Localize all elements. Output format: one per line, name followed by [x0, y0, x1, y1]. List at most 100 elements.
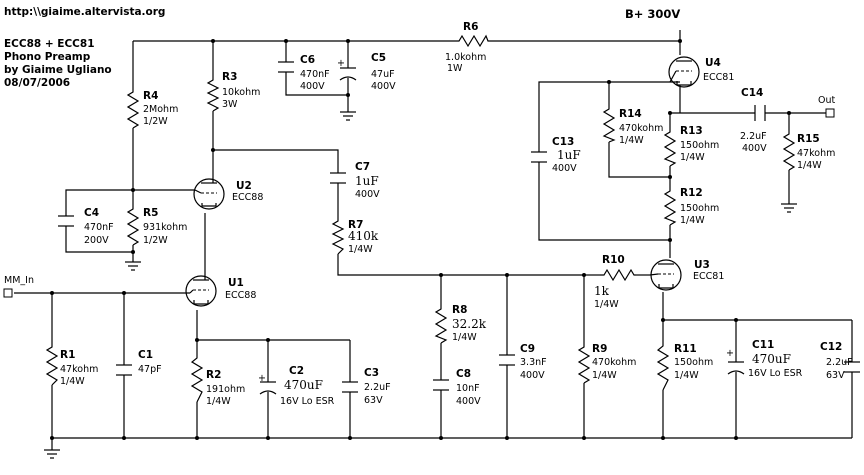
capacitor-c12 — [844, 361, 860, 373]
resistor-r5 — [126, 205, 140, 246]
capacitor-c5: + — [337, 58, 357, 81]
header-author: by Giaime Ugliano — [4, 64, 112, 76]
r1-rating: 1/4W — [60, 376, 85, 387]
header-url: http:\\giaime.altervista.org — [4, 6, 165, 18]
resistor-r7 — [331, 217, 345, 255]
header-subtitle: Phono Preamp — [4, 51, 91, 63]
r12-rating: 1/4W — [680, 215, 705, 226]
r6-rating: 1W — [447, 63, 463, 74]
c14-rating: 400V — [742, 143, 767, 154]
r3-ref: R3 — [222, 71, 237, 83]
r10-rating: 1/4W — [594, 299, 619, 310]
input-port-label: MM_In — [4, 275, 34, 286]
r7-rating: 1/4W — [348, 244, 373, 255]
r12-ref: R12 — [680, 187, 703, 199]
c14-value: 2.2uF — [740, 131, 767, 142]
r1-value: 47kohm — [60, 364, 98, 375]
r10-value: 1k — [594, 284, 610, 298]
r15-ref: R15 — [797, 133, 820, 145]
input-port — [3, 288, 13, 298]
resistor-r13 — [663, 128, 677, 167]
tube-u2 — [193, 173, 225, 210]
c7-value: 1uF — [355, 174, 379, 188]
c7-ref: C7 — [355, 161, 370, 173]
c9-rating: 400V — [520, 370, 545, 381]
tube-u3 — [649, 259, 682, 291]
r4-rating: 1/2W — [143, 116, 168, 127]
wires — [14, 30, 853, 450]
r14-value: 470kohm — [619, 123, 663, 134]
capacitor-c14 — [754, 105, 766, 121]
resistor-r3 — [206, 76, 220, 112]
capacitor-c9 — [499, 354, 515, 366]
c1-ref: C1 — [138, 349, 153, 361]
resistor-r10 — [600, 268, 636, 282]
r10-ref: R10 — [602, 254, 625, 266]
c2-value: 470uF — [284, 378, 323, 392]
resistor-r12 — [663, 187, 677, 226]
r3-rating: 3W — [222, 99, 238, 110]
r14-ref: R14 — [619, 108, 642, 120]
capacitor-c6 — [278, 61, 294, 73]
c2-rating: 16V Lo ESR — [280, 396, 335, 407]
c8-value: 10nF — [456, 383, 480, 394]
c9-value: 3.3nF — [520, 357, 547, 368]
u2-ref: U2 — [236, 180, 252, 192]
c3-ref: C3 — [364, 367, 379, 379]
c6-rating: 400V — [300, 81, 325, 92]
resistor-r9 — [577, 343, 591, 384]
r6-ref: R6 — [463, 21, 478, 33]
svg-text:+: + — [258, 373, 266, 384]
c6-value: 470nF — [300, 69, 330, 80]
u3-type: ECC81 — [693, 271, 724, 282]
r15-value: 47kohm — [797, 148, 835, 159]
r4-ref: R4 — [143, 90, 158, 102]
r11-ref: R11 — [674, 343, 697, 355]
r12-value: 150ohm — [680, 203, 719, 214]
c6-ref: C6 — [300, 54, 315, 66]
r11-value: 150ohm — [674, 357, 713, 368]
r9-rating: 1/4W — [592, 370, 617, 381]
c4-rating: 200V — [84, 235, 109, 246]
ground-symbol — [781, 203, 797, 213]
resistor-r6 — [455, 34, 490, 48]
r9-ref: R9 — [592, 343, 607, 355]
u4-ref: U4 — [705, 57, 721, 69]
ground-symbol — [44, 449, 60, 459]
u1-type: ECC88 — [225, 290, 256, 301]
resistor-r15 — [782, 130, 796, 171]
capacitor-c8 — [433, 379, 449, 391]
r5-value: 931kohm — [143, 222, 187, 233]
c3-rating: 63V — [364, 395, 383, 406]
r2-rating: 1/4W — [206, 396, 231, 407]
c4-value: 470nF — [84, 222, 114, 233]
c13-ref: C13 — [552, 136, 574, 148]
r2-value: 191ohm — [206, 384, 245, 395]
c9-ref: C9 — [520, 343, 535, 355]
c8-ref: C8 — [456, 368, 471, 380]
supply-label: B+ 300V — [625, 7, 680, 21]
r5-ref: R5 — [143, 207, 158, 219]
resistor-r1 — [45, 343, 59, 386]
capacitor-c11: + — [726, 348, 745, 375]
c4-ref: C4 — [84, 207, 99, 219]
c11-rating: 16V Lo ESR — [748, 368, 803, 379]
c12-value: 2.2uF — [826, 357, 853, 368]
svg-text:+: + — [337, 58, 345, 69]
r13-value: 150ohm — [680, 140, 719, 151]
c11-value: 470uF — [752, 352, 791, 366]
capacitor-c13 — [531, 151, 547, 163]
capacitor-c3 — [342, 381, 358, 393]
c7-rating: 400V — [355, 189, 380, 200]
capacitor-c4 — [58, 215, 74, 227]
c8-rating: 400V — [456, 396, 481, 407]
r9-value: 470kohm — [592, 357, 636, 368]
c11-ref: C11 — [752, 339, 774, 351]
r7-ref: R7 — [348, 219, 363, 231]
resistor-r8 — [434, 305, 448, 344]
header-date: 08/07/2006 — [4, 77, 70, 89]
r7-value: 410k — [348, 229, 379, 243]
resistor-r4 — [126, 88, 140, 129]
r8-ref: R8 — [452, 304, 467, 316]
